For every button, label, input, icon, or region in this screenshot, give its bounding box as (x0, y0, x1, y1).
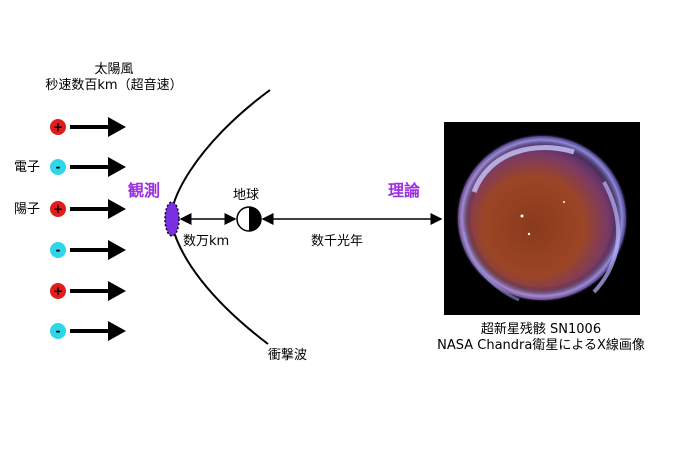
wind-arrow-head (108, 281, 126, 301)
particle-row-5 (70, 321, 126, 341)
charge-sign: - (56, 324, 61, 338)
electron-icon (50, 323, 66, 339)
charge-sign: + (53, 284, 63, 298)
particle-row-0 (70, 117, 126, 137)
particle-row-4 (70, 281, 126, 301)
proton-label: 陽子 (14, 202, 41, 217)
charge-sign: + (53, 120, 63, 134)
remnant-caption-line1: 超新星残骸 SN1006 (480, 322, 602, 337)
supernova-remnant-image (444, 122, 640, 315)
proton-icon (50, 201, 66, 217)
charge-sign: + (53, 202, 63, 216)
electron-icon (50, 159, 66, 175)
solar-wind-title-line2: 秒速数百km（超音速） (45, 78, 183, 93)
wind-arrow-head (108, 157, 126, 177)
earth-icon (236, 206, 262, 232)
far-distance-label: 数千光年 (311, 234, 364, 249)
charge-sign: - (56, 160, 61, 174)
remnant-caption-line2: NASA Chandra衛星によるX線画像 (437, 338, 645, 353)
near-distance-label: 数万km (183, 234, 230, 249)
wind-arrow-head (108, 240, 126, 260)
solar-wind-title-line1: 太陽風 (94, 62, 134, 77)
observation-region (164, 201, 180, 237)
solar-wind-title: 太陽風 秒速数百km（超音速） (34, 62, 194, 94)
wind-arrow-head (108, 117, 126, 137)
observation-label: 観測 (128, 181, 161, 200)
electron-icon (50, 242, 66, 258)
particle-row-2 (70, 199, 126, 219)
wind-arrow-head (108, 199, 126, 219)
wind-arrow-head (108, 321, 126, 341)
earth-label: 地球 (233, 188, 260, 203)
particle-row-3 (70, 240, 126, 260)
remnant-caption: 超新星残骸 SN1006 NASA Chandra衛星によるX線画像 (400, 322, 675, 354)
particle-row-1 (70, 157, 126, 177)
theory-label: 理論 (388, 181, 421, 200)
proton-icon (50, 119, 66, 135)
charge-sign: - (56, 243, 61, 257)
electron-label: 電子 (14, 160, 41, 175)
shock-wave-label: 衝撃波 (268, 348, 308, 363)
proton-icon (50, 283, 66, 299)
